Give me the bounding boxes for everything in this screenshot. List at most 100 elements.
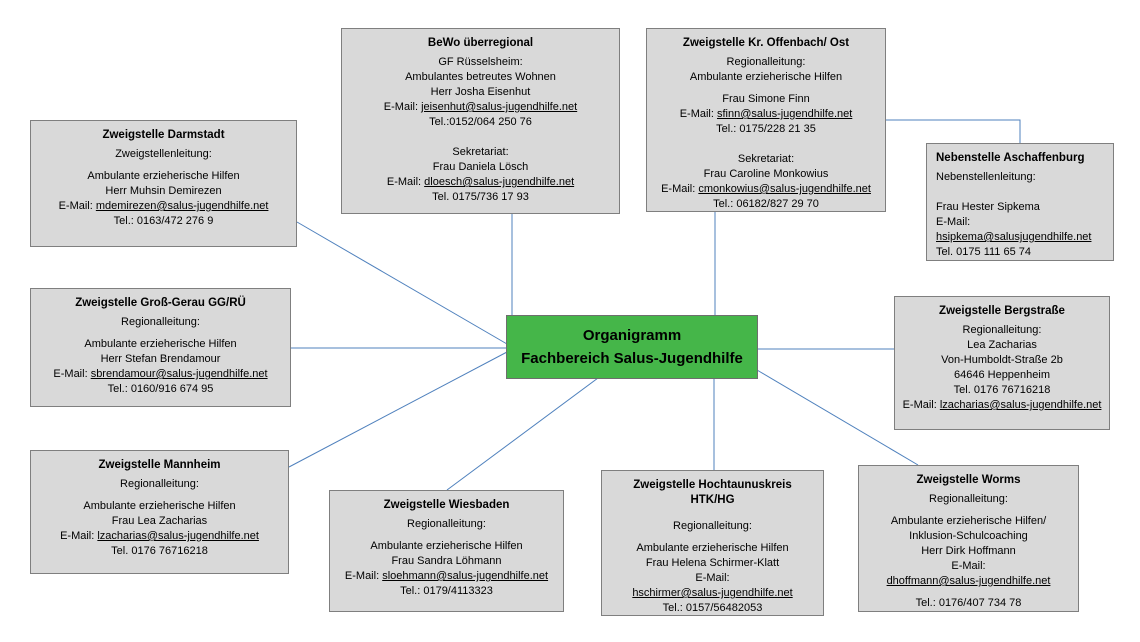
spacer (35, 330, 286, 337)
email-link[interactable]: cmonkowius@salus-jugendhilfe.net (698, 183, 871, 195)
org-box-text: Tel.: 0160/916 674 95 (107, 383, 214, 395)
org-box-body: Regionalleitung:Ambulante erzieherische … (606, 512, 819, 616)
email-label: E-Mail: (58, 200, 96, 212)
spacer (606, 512, 819, 519)
org-box-text: E-Mail: sfinn@salus-jugendhilfe.net (651, 107, 881, 122)
spacer (651, 137, 881, 152)
org-box-text: Tel.: 0157/56482053 (662, 602, 763, 614)
email-link[interactable]: sloehmann@salus-jugendhilfe.net (382, 570, 549, 582)
org-box-text: Tel.: 0179/4113323 (400, 585, 493, 597)
spacer (346, 130, 615, 145)
connector-mannheim (288, 351, 508, 468)
org-box-text: Regionalleitung: (120, 478, 199, 490)
email-link[interactable]: dloesch@salus-jugendhilfe.net (424, 176, 575, 188)
org-box-text: Ambulante erzieherische Hilfen (689, 71, 843, 83)
org-box-text: E-Mail: (936, 216, 971, 228)
org-box-text: Frau Caroline Monkowius (703, 168, 829, 180)
org-box-text: Frau Hester Sipkema (936, 201, 1040, 213)
org-box-body: GF Rüsselsheim: Ambulantes betreutes Wohn… (346, 55, 615, 205)
email-label: E-Mail: (344, 570, 383, 582)
org-box-text: Zweigstellenleitung: (115, 148, 212, 160)
org-box-text: E-Mail: jeisenhut@salus-jugendhilfe.net (346, 100, 615, 115)
org-box-text: Regionalleitung: (673, 520, 752, 532)
org-box-text: Herr Muhsin Demirezen (105, 185, 222, 197)
org-box-title: Zweigstelle Worms (916, 474, 1021, 486)
org-box-text: E-Mail: dloesch@salus-jugendhilfe.net (346, 175, 615, 190)
spacer (863, 589, 1074, 596)
email-label: E-Mail: (53, 368, 91, 380)
org-box-text: Herr Dirk Hoffmann (921, 545, 1016, 557)
org-box-text: Ambulante erzieherische Hilfen (84, 338, 237, 350)
connector-darmstadt (296, 221, 508, 345)
org-box-text: Ambulante erzieherische Hilfen (370, 540, 523, 552)
org-box-text: Ambulante erzieherische Hilfen (83, 500, 236, 512)
org-box-text: Herr Josha Eisenhut (430, 86, 531, 98)
org-box-text: Regionalleitung: (929, 493, 1008, 505)
org-box-body: Regionalleitung:Ambulante erzieherische … (651, 55, 881, 212)
org-center-box: Organigramm Fachbereich Salus-Jugendhilf… (506, 315, 758, 379)
org-box-body: Regionalleitung: Ambulante erzieherische … (863, 492, 1074, 611)
org-box-text: Sekretariat: (452, 146, 509, 158)
org-box-text: Tel.: 06182/827 29 70 (713, 198, 819, 210)
spacer (863, 507, 1074, 514)
org-box-text: Ambulantes betreutes Wohnen (405, 71, 556, 83)
org-box-text: hsipkema@salusjugendhilfe.net (936, 230, 1109, 245)
org-box-text: GF Rüsselsheim: (438, 56, 523, 68)
email-link[interactable]: hschirmer@salus-jugendhilfe.net (632, 587, 793, 599)
org-box-text: E-Mail: (695, 572, 730, 584)
email-link[interactable]: hsipkema@salusjugendhilfe.net (936, 231, 1092, 243)
org-box-text: E-Mail: mdemirezen@salus-jugendhilfe.net (35, 199, 292, 214)
org-box-title: BeWo überregional (427, 37, 534, 49)
org-box-title: Zweigstelle Hochtaunuskreis (633, 479, 792, 491)
org-box-body: Zweigstellenleitung:Ambulante erzieheris… (35, 147, 292, 229)
org-box-text: Frau Simone Finn (722, 93, 810, 105)
email-link[interactable]: dhoffmann@salus-jugendhilfe.net (886, 575, 1051, 587)
org-box-body: Regionalleitung: Ambulante erzieherische … (35, 477, 284, 559)
connector-worms (756, 369, 919, 466)
email-link[interactable]: sfinn@salus-jugendhilfe.net (716, 108, 853, 120)
email-label: E-Mail: (679, 108, 717, 120)
org-box-text: dhoffmann@salus-jugendhilfe.net (863, 574, 1074, 589)
org-box-text: E-Mail: lzacharias@salus-jugendhilfe.net (899, 398, 1105, 413)
org-box-gross-gerau: Zweigstelle Groß-Gerau GG/RÜ Regionalleit… (30, 288, 291, 407)
org-box-text: Tel.: 0176/407 734 78 (915, 597, 1022, 609)
org-box-text: Tel. 0176 76716218 (111, 545, 208, 557)
email-link[interactable]: jeisenhut@salus-jugendhilfe.net (421, 101, 578, 113)
org-box-body: Regionalleitung: Ambulante erzieherische … (334, 517, 559, 599)
org-box-text: Tel. 0175 111 65 74 (936, 246, 1032, 258)
org-box-text: Sekretariat: (737, 153, 795, 165)
org-box-text: E-Mail: sbrendamour@salus-jugendhilfe.ne… (35, 367, 286, 382)
org-box-text: 64646 Heppenheim (953, 369, 1051, 381)
org-box-title: Zweigstelle Mannheim (98, 459, 221, 471)
org-box-text: Tel. 0175/736 17 93 (432, 191, 529, 203)
org-box-text: Tel.: 0163/472 276 9 (113, 215, 214, 227)
org-box-bewo: BeWo überregional GF Rüsselsheim: Ambulant… (341, 28, 620, 214)
org-box-text: Regionalleitung: (407, 518, 486, 530)
org-box-text: Nebenstellenleitung: (936, 171, 1036, 183)
email-label: E-Mail: (60, 530, 98, 542)
org-box-text: Inklusion-Schulcoaching (909, 530, 1028, 542)
org-box-title: Zweigstelle Groß-Gerau GG/RÜ (75, 297, 246, 309)
org-box-text: E-Mail: sloehmann@salus-jugendhilfe.net (334, 569, 559, 584)
org-box-text: Regionalleitung: (962, 324, 1042, 336)
email-label: E-Mail: (383, 101, 422, 113)
email-link[interactable]: lzacharias@salus-jugendhilfe.net (97, 530, 259, 542)
email-link[interactable]: sbrendamour@salus-jugendhilfe.net (90, 368, 268, 380)
org-box-text: Frau Helena Schirmer-Klatt (645, 557, 780, 569)
org-box-body: Regionalleitung:Ambulante erzieherische … (35, 315, 286, 397)
org-box-text: Frau Lea Zacharias (111, 515, 208, 527)
org-box-text: Lea Zacharias (967, 339, 1037, 351)
email-link[interactable]: lzacharias@salus-jugendhilfe.net (939, 399, 1102, 411)
org-box-text: Ambulante erzieherische Hilfen/ (890, 515, 1047, 527)
email-label: E-Mail: (386, 176, 425, 188)
email-link[interactable]: mdemirezen@salus-jugendhilfe.net (95, 200, 269, 212)
org-box-text: Herr Stefan Brendamour (100, 353, 221, 365)
